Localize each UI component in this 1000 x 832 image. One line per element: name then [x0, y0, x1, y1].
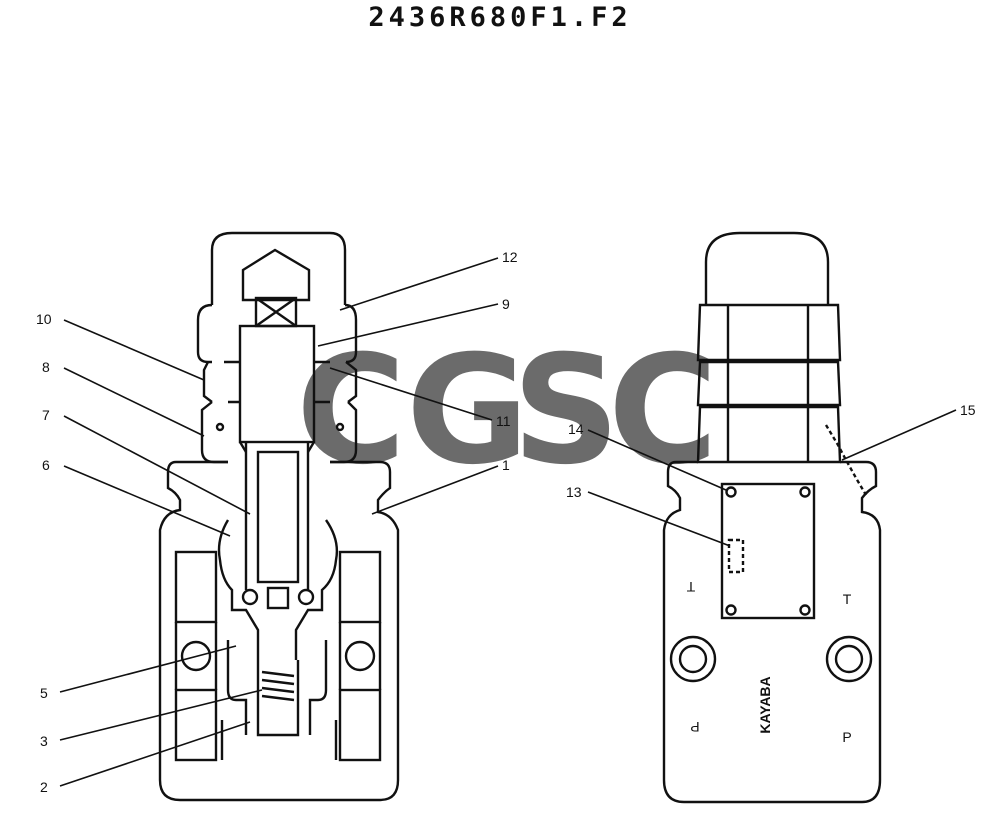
callout-labels: 12 9 10 8 7 6 11 1 5 3 2 14 13 15	[36, 249, 976, 795]
callout-2: 2	[40, 779, 48, 795]
callout-7: 7	[42, 407, 50, 423]
watermark-letter-2: G	[406, 324, 529, 498]
callout-5: 5	[40, 685, 48, 701]
callout-15: 15	[960, 402, 976, 418]
callout-1: 1	[502, 457, 510, 473]
watermark-letter-1: C	[296, 324, 406, 498]
callout-9: 9	[502, 296, 510, 312]
exterior-view	[662, 231, 882, 804]
leader-lines	[59, 257, 957, 787]
port-t-left: T	[686, 579, 695, 595]
drawing-title: 2436R680F1.F2	[368, 2, 632, 33]
body-marks: T T P P KAYABA	[686, 579, 851, 745]
callout-11: 11	[496, 413, 511, 429]
callout-3: 3	[40, 733, 48, 749]
callout-10: 10	[36, 311, 52, 327]
callout-14: 14	[568, 421, 584, 437]
callout-8: 8	[42, 359, 50, 375]
watermark-letter-3: S	[512, 324, 620, 498]
port-p-right: P	[842, 729, 851, 745]
brand-mark: KAYABA	[757, 676, 773, 733]
callout-6: 6	[42, 457, 50, 473]
port-p-left: P	[690, 719, 699, 735]
callout-13: 13	[566, 484, 582, 500]
callout-12: 12	[502, 249, 518, 265]
section-view	[158, 231, 400, 802]
watermark: C G S C	[296, 324, 718, 498]
watermark-letter-4: C	[608, 324, 718, 498]
port-t-right: T	[843, 591, 852, 607]
